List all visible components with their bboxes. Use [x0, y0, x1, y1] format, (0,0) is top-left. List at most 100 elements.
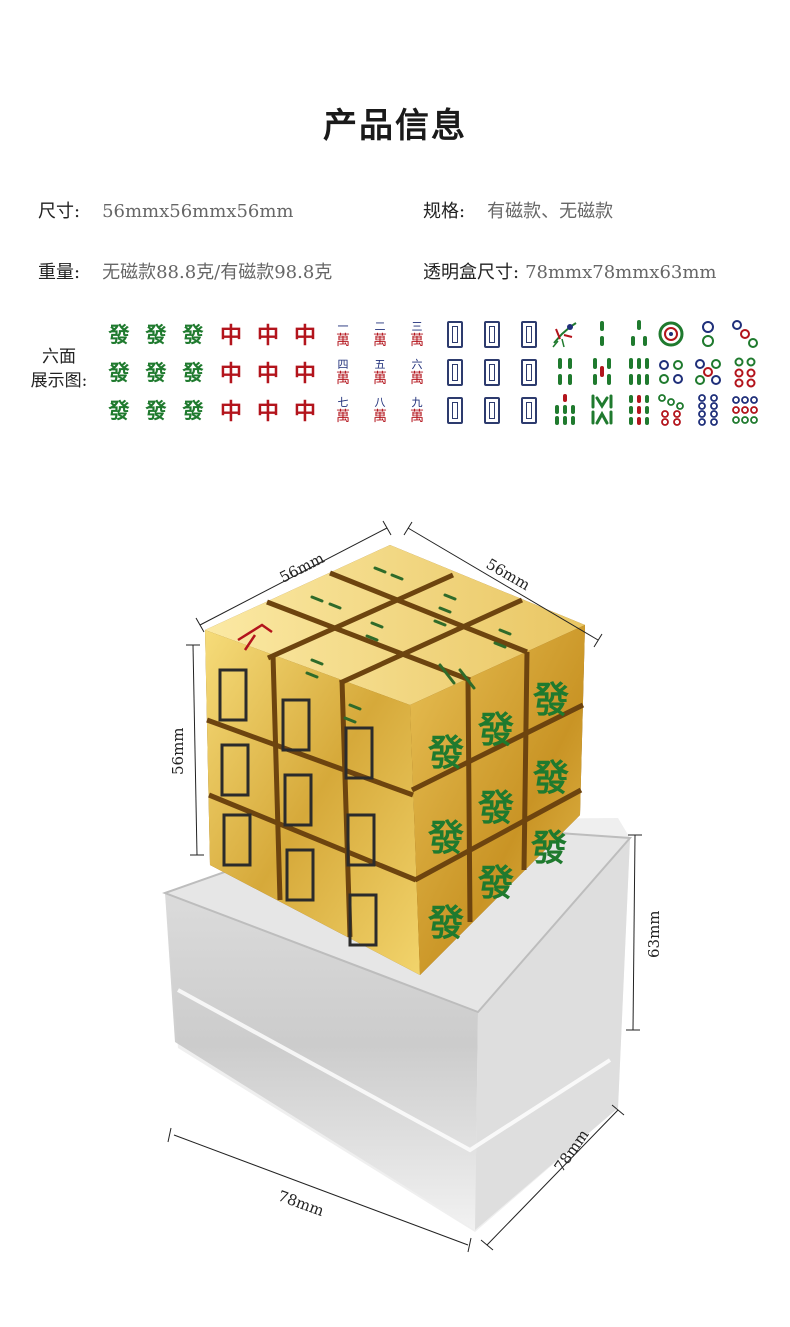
cube-bird-icon — [237, 623, 273, 651]
wan-char: 萬 — [373, 371, 387, 387]
zhong-tile: 中 — [219, 323, 242, 349]
zhong-tile: 中 — [219, 361, 242, 387]
fa-tile: 發 — [182, 398, 204, 423]
cube-fa-char: 發 — [477, 787, 514, 829]
blank-frame-icon — [521, 358, 537, 386]
fa-tile: 發 — [145, 398, 167, 423]
zhong-tile: 中 — [293, 323, 316, 349]
cube-height-dimension: 56mm — [169, 727, 187, 775]
wan-number: 八 — [374, 396, 386, 409]
blank-frame-icon — [447, 358, 463, 386]
product-illustration: 發 發 發 發 發 發 發 發 發 56mm 56mm 56mm 63mm 7 — [162, 520, 663, 1253]
wan-tile: 六萬 — [400, 355, 434, 389]
cube-fa-char: 發 — [427, 902, 464, 944]
white-dragon-tile — [475, 317, 509, 351]
bamboo-8-icon — [591, 394, 613, 425]
box-width-dimension: 78mm — [276, 1187, 327, 1220]
wan-char: 萬 — [373, 333, 387, 349]
dot-5-icon — [695, 359, 721, 385]
wan-char: 萬 — [336, 371, 350, 387]
wan-tile: 一萬 — [326, 317, 360, 351]
wan-number: 九 — [411, 396, 423, 409]
box-value: 78mmx78mmx63mm — [525, 262, 717, 283]
zhong-tile: 中 — [219, 399, 242, 425]
wan-tile: 七萬 — [326, 393, 360, 427]
white-dragon-tile — [512, 317, 546, 351]
white-dragon-tile — [438, 355, 472, 389]
weight-label: 重量: — [38, 262, 81, 283]
bamboo-2-icon — [600, 321, 604, 346]
dot-6-icon — [734, 357, 756, 388]
wan-tile: 四萬 — [326, 355, 360, 389]
dot-7-icon — [658, 394, 684, 426]
size-value: 56mmx56mmx56mm — [102, 201, 294, 222]
cube-bamboo-marks — [305, 566, 512, 724]
zhong-tile: 中 — [256, 399, 279, 425]
wan-tile: 三萬 — [400, 317, 434, 351]
dot-3-icon — [732, 320, 758, 348]
blank-frame-icon — [484, 320, 500, 348]
cube-fa-char: 發 — [427, 817, 464, 859]
wan-char: 萬 — [373, 409, 387, 425]
zhong-tile: 中 — [293, 361, 316, 387]
dot-8-icon — [698, 394, 718, 426]
cube-fa-char: 發 — [427, 732, 464, 774]
wan-number: 三 — [411, 320, 423, 333]
spec-weight: 重量: 无磁款88.8克/有磁款98.8克 — [38, 258, 332, 284]
white-dragon-tile — [475, 393, 509, 427]
spec-value: 有磁款、无磁款 — [487, 201, 614, 222]
wan-number: 六 — [411, 358, 423, 371]
fa-tile: 發 — [182, 360, 204, 385]
white-dragon-tile — [512, 355, 546, 389]
bamboo-6-icon — [629, 358, 649, 385]
zhong-tile: 中 — [256, 323, 279, 349]
bamboo-7-icon — [555, 394, 575, 425]
wan-number: 二 — [374, 320, 386, 333]
wan-tile: 二萬 — [363, 317, 397, 351]
dot-2-icon — [702, 321, 714, 347]
box-label: 透明盒尺寸: — [423, 262, 520, 283]
fa-tile: 發 — [108, 398, 130, 423]
zhong-tile: 中 — [293, 399, 316, 425]
wan-char: 萬 — [336, 333, 350, 349]
wan-number: 五 — [374, 358, 386, 371]
wan-char: 萬 — [336, 409, 350, 425]
white-dragon-tile — [512, 393, 546, 427]
wan-char: 萬 — [410, 333, 424, 349]
zhong-tile: 中 — [256, 361, 279, 387]
dot-1-icon — [658, 321, 684, 347]
transparent-box — [162, 818, 633, 1232]
cube-fa-char: 發 — [477, 709, 514, 751]
bamboo-4-icon — [558, 358, 572, 385]
fa-tile: 發 — [145, 322, 167, 347]
cube-fa-char: 發 — [532, 757, 569, 799]
fa-tile: 發 — [108, 360, 130, 385]
wan-char: 萬 — [410, 409, 424, 425]
white-dragon-tile — [438, 393, 472, 427]
fa-tile: 發 — [108, 322, 130, 347]
white-dragon-tile — [475, 355, 509, 389]
fa-tile: 發 — [182, 322, 204, 347]
wan-number: 一 — [337, 320, 349, 333]
fa-tile: 發 — [145, 360, 167, 385]
cube-fa-char: 發 — [477, 862, 514, 904]
wan-tile: 八萬 — [363, 393, 397, 427]
mahjong-cube: 發 發 發 發 發 發 發 發 發 — [205, 545, 585, 975]
blank-frame-icon — [447, 396, 463, 424]
size-label: 尺寸: — [38, 201, 81, 222]
spec-box-size: 透明盒尺寸:78mmx78mmx63mm — [423, 258, 717, 284]
wan-char: 萬 — [410, 371, 424, 387]
blank-frame-icon — [484, 396, 500, 424]
blank-frame-icon — [521, 320, 537, 348]
blank-frame-icon — [447, 320, 463, 348]
cube-fa-char: 發 — [532, 679, 569, 721]
bamboo-9-icon — [629, 395, 649, 425]
white-dragon-tile — [438, 317, 472, 351]
spec-label: 规格: — [423, 201, 466, 222]
blank-frame-icon — [521, 396, 537, 424]
dot-4-icon — [659, 360, 683, 384]
spec-size: 尺寸: 56mmx56mmx56mm — [38, 197, 294, 223]
wan-tile: 九萬 — [400, 393, 434, 427]
dot-9-icon — [732, 396, 758, 424]
weight-value: 无磁款88.8克/有磁款98.8克 — [102, 262, 333, 283]
